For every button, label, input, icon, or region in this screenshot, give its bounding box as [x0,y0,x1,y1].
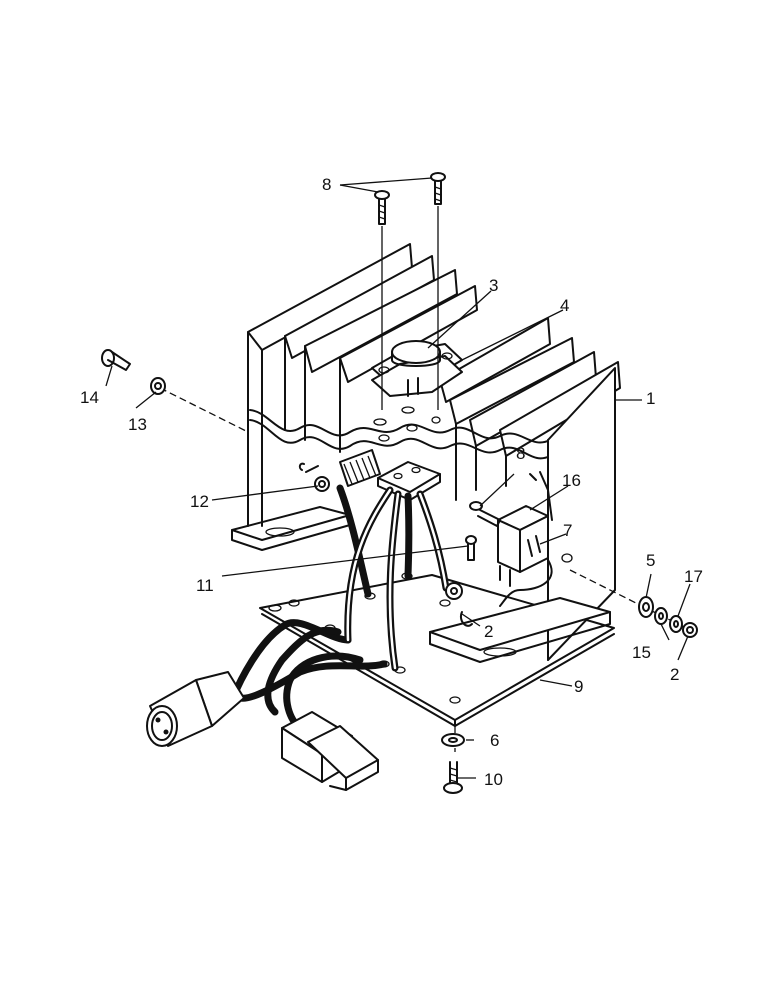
nut-right [682,622,698,638]
heat-sink [231,243,621,663]
washer-fifteen [654,607,668,625]
callout-2-right: 2 [670,665,679,684]
callout-8-top: 8 [322,175,331,194]
callout-10: 10 [484,770,503,789]
resistor [298,449,381,492]
callout-5: 5 [646,551,655,570]
screw-top-right [430,172,446,205]
washer-thirteen [150,377,166,395]
callout-7: 7 [563,521,572,540]
callout-17: 17 [684,567,703,586]
callout-3: 3 [489,276,498,295]
round-connector [146,671,245,747]
thermal-switch [497,471,553,607]
screw-fourteen [101,349,131,371]
callout-13: 13 [128,415,147,434]
callout-2-center: 2 [484,622,493,641]
washer-bottom [441,733,465,747]
screw-eleven [465,535,477,561]
callout-4: 4 [560,296,569,315]
power-transistor [371,340,463,397]
washer-seventeen [669,615,683,633]
callout-15: 15 [632,643,651,662]
leader-lines [105,177,691,779]
callout-1: 1 [646,389,655,408]
wiring-harness [228,484,450,732]
axis-left [159,387,249,433]
washer-five [638,596,654,618]
screw-side [469,501,501,527]
callout-8-side: 8 [516,444,525,463]
nut-center [445,582,473,627]
callout-12: 12 [190,492,209,511]
callout-6: 6 [490,731,499,750]
callout-14: 14 [80,388,99,407]
screw-top-left [374,190,390,225]
callout-16: 16 [562,471,581,490]
rect-connector [281,711,379,791]
screw-bottom [443,761,463,794]
callout-11: 11 [196,576,214,595]
callout-9: 9 [574,677,583,696]
